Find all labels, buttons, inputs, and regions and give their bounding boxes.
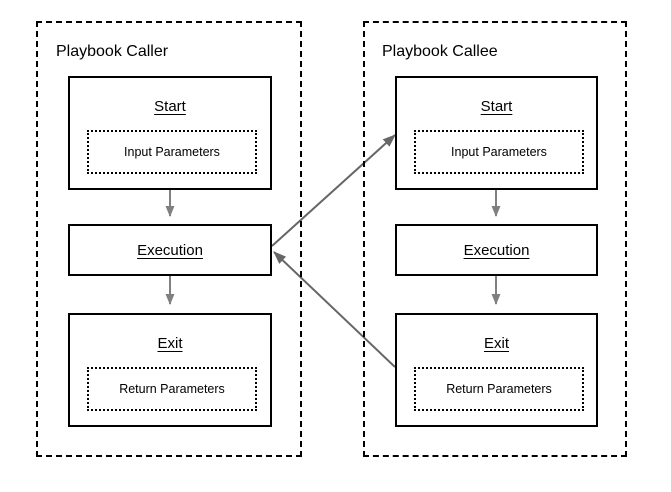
callee-exit-param-box: Return Parameters: [414, 367, 584, 411]
caller-exit-param-label: Return Parameters: [119, 381, 225, 396]
node-caller-exit-title: Exit: [157, 335, 183, 352]
callee-exit-param-label: Return Parameters: [446, 381, 552, 396]
node-callee-start-title: Start: [480, 98, 513, 115]
caller-exit-param-box: Return Parameters: [87, 367, 257, 411]
node-caller-execution[interactable]: Execution: [68, 224, 272, 276]
swimlane-caller: [36, 21, 302, 457]
node-caller-exit[interactable]: Exit Return Parameters: [68, 313, 272, 427]
node-caller-execution-title: Execution: [137, 242, 203, 259]
node-callee-start[interactable]: Start Input Parameters: [395, 76, 598, 190]
node-callee-exit[interactable]: Exit Return Parameters: [395, 313, 598, 427]
node-callee-execution[interactable]: Execution: [395, 224, 598, 276]
callee-start-param-box: Input Parameters: [414, 130, 584, 174]
node-callee-execution-title: Execution: [463, 242, 530, 259]
caller-start-param-box: Input Parameters: [87, 130, 257, 174]
callee-start-param-label: Input Parameters: [451, 144, 547, 159]
swimlane-callee-title: Playbook Callee: [382, 43, 498, 60]
node-caller-start-title: Start: [154, 98, 186, 115]
node-callee-exit-title: Exit: [483, 335, 509, 352]
swimlane-callee: [363, 21, 627, 457]
swimlane-caller-title: Playbook Caller: [56, 43, 169, 60]
node-caller-start[interactable]: Start Input Parameters: [68, 76, 272, 190]
caller-start-param-label: Input Parameters: [124, 144, 220, 159]
